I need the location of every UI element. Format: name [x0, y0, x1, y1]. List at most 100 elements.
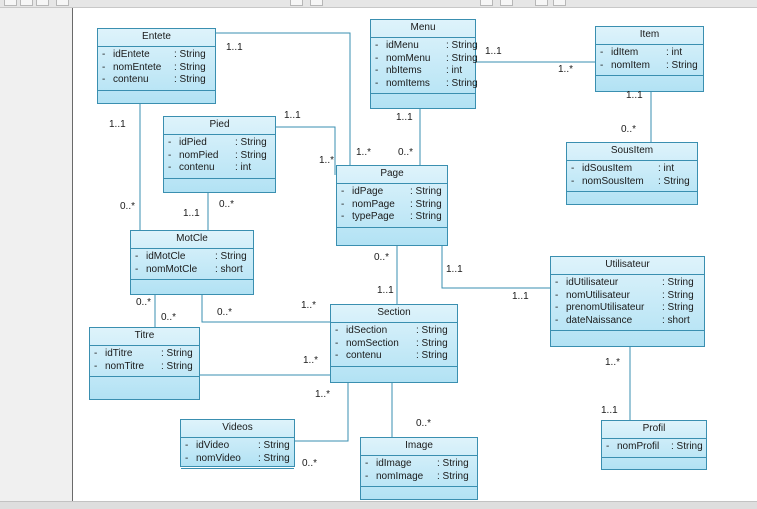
multiplicity-label: 1..1: [396, 112, 413, 123]
attribute-row: -nomSection: String: [331, 338, 457, 351]
multiplicity-label: 1..*: [319, 155, 335, 166]
multiplicity-label: 1..1: [109, 119, 126, 130]
attribute-row: -nomItems : String: [371, 77, 478, 91]
attribute-name: idMenu: [386, 40, 419, 51]
attribute-name: idMotCle: [146, 251, 186, 262]
attribute-type: : String: [161, 348, 193, 359]
assoc-motcle-section: [201, 295, 330, 323]
toolbar-button[interactable]: [310, 0, 323, 6]
toolbar-button[interactable]: [36, 0, 49, 6]
class-section[interactable]: Section-idSection: String-nomSection: St…: [330, 304, 458, 383]
attribute-name: idUtilisateur: [566, 277, 619, 288]
class-name: Titre: [90, 328, 199, 346]
class-motcle[interactable]: MotCle-idMotCle: String-nomMotCle: short: [130, 230, 254, 295]
attribute-type: : String: [258, 452, 290, 464]
class-image[interactable]: Image-idImage: String-nomImage: String: [360, 437, 478, 500]
multiplicity-label: 1..*: [356, 147, 372, 158]
class-name: Item: [596, 27, 703, 45]
visibility-marker: -: [168, 162, 172, 173]
attribute-list: -idImage: String-nomImage: String: [361, 456, 477, 487]
visibility-marker: -: [185, 440, 189, 451]
class-pied[interactable]: Pied-idPied: String-nomPied: String-cont…: [163, 116, 276, 193]
attribute-name: nomProfil: [617, 441, 660, 452]
toolbar-button[interactable]: [500, 0, 513, 6]
class-entete[interactable]: Entete-idEntete: String-nomEntete: Strin…: [97, 28, 216, 104]
toolbar-button[interactable]: [20, 0, 33, 6]
class-name: Profil: [602, 421, 706, 439]
visibility-marker: -: [600, 59, 604, 71]
attribute-type: : String: [161, 360, 193, 372]
attribute-row: -nomSousItem: String: [567, 176, 697, 189]
attribute-name: nomMenu: [386, 52, 431, 64]
attribute-name: nomItems: [386, 77, 430, 89]
attribute-row: -dateNaissance: short: [551, 315, 704, 328]
multiplicity-label: 1..*: [558, 64, 574, 75]
class-menu[interactable]: Menu-idMenu: String-nomMenu: String-nbIt…: [370, 19, 478, 109]
assoc-section-videos: [295, 383, 349, 442]
visibility-marker: -: [555, 277, 559, 288]
attribute-type: : int: [235, 162, 252, 173]
toolbar-button[interactable]: [56, 0, 69, 6]
toolbar-button[interactable]: [290, 0, 303, 6]
attribute-name: idItem: [611, 47, 639, 58]
visibility-marker: -: [600, 47, 604, 58]
toolbar-button[interactable]: [4, 0, 17, 6]
visibility-marker: -: [375, 77, 379, 89]
attribute-row: -nomImage: String: [361, 471, 477, 484]
visibility-marker: -: [102, 74, 106, 85]
attribute-name: idEntete: [113, 49, 150, 60]
multiplicity-label: 1..*: [303, 355, 319, 366]
attribute-type: : String: [258, 440, 290, 451]
class-name: Image: [361, 438, 477, 456]
attribute-type: : String: [446, 52, 478, 64]
visibility-marker: -: [606, 441, 610, 452]
toolbar-button[interactable]: [535, 0, 548, 6]
attribute-type: : String: [662, 289, 694, 301]
horizontal-scrollbar[interactable]: [0, 501, 757, 509]
visibility-marker: -: [341, 186, 345, 197]
multiplicity-label: 0..*: [374, 252, 390, 263]
attribute-row: -idItem: int: [596, 47, 703, 60]
visibility-marker: -: [102, 49, 106, 60]
attribute-name: nomSection: [346, 337, 399, 349]
assoc-page-utilisateur: [441, 246, 550, 289]
class-titre[interactable]: Titre-idTitre: String-nomTitre: String: [89, 327, 200, 400]
attribute-row: -idMenu: String: [371, 40, 478, 53]
attribute-name: nomItem: [611, 59, 650, 71]
multiplicity-label: 1..1: [183, 208, 200, 219]
class-videos[interactable]: Videos-idVideo: String-nomVideo: String: [180, 419, 295, 469]
attribute-list: -idVideo: String-nomVideo: String: [181, 438, 294, 469]
class-name: MotCle: [131, 231, 253, 249]
attribute-row: -idVideo: String: [181, 440, 294, 453]
visibility-marker: -: [94, 348, 98, 359]
attribute-name: nbItems: [386, 65, 422, 76]
class-name: Section: [331, 305, 457, 323]
visibility-marker: -: [185, 452, 189, 464]
multiplicity-label: 1..1: [485, 46, 502, 57]
visibility-marker: -: [555, 314, 559, 326]
multiplicity-label: 1..1: [601, 405, 618, 416]
attribute-type: : String: [446, 77, 478, 89]
visibility-marker: -: [335, 325, 339, 336]
class-page[interactable]: Page-idPage: String-nomPage: String-type…: [336, 165, 448, 246]
toolbar-button[interactable]: [480, 0, 493, 6]
toolbar-button[interactable]: [553, 0, 566, 6]
attribute-row: -nomPied: String: [164, 150, 275, 163]
attribute-list: -idPage: String-nomPage: String-typePage…: [337, 184, 447, 228]
attribute-row: -nbItems : int: [371, 65, 475, 78]
class-utilisateur[interactable]: Utilisateur-idUtilisateur: String-nomUti…: [550, 256, 705, 347]
class-sousitem[interactable]: SousItem-idSousItem: int-nomSousItem: St…: [566, 142, 698, 205]
visibility-marker: -: [94, 360, 98, 372]
class-item[interactable]: Item-idItem: int-nomItem: String: [595, 26, 704, 92]
class-name: SousItem: [567, 143, 697, 161]
class-name: Page: [337, 166, 447, 184]
visibility-marker: -: [375, 65, 379, 76]
multiplicity-label: 1..1: [446, 264, 463, 275]
class-profil[interactable]: Profil-nomProfil: String: [601, 420, 707, 470]
attribute-type: : short: [215, 263, 243, 275]
attribute-type: : String: [437, 470, 469, 482]
attribute-type: : String: [410, 186, 442, 197]
attribute-name: idSousItem: [582, 163, 633, 174]
visibility-marker: -: [335, 350, 339, 361]
attribute-type: : int: [446, 65, 463, 76]
